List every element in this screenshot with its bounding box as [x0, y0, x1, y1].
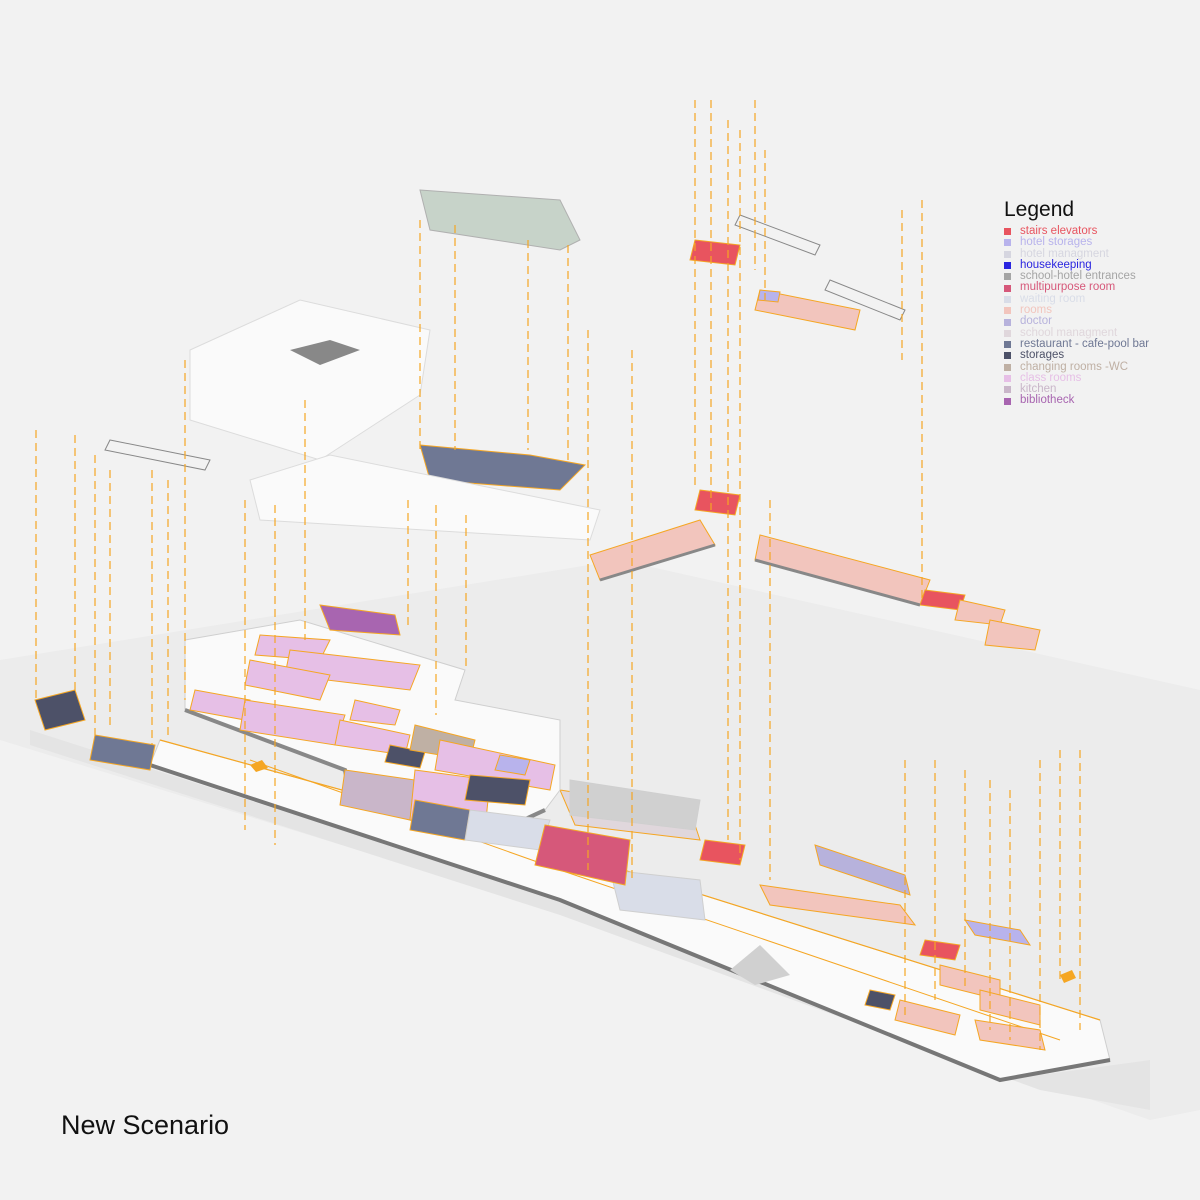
legend-item: class rooms: [1004, 371, 1194, 384]
legend-swatch: [1004, 318, 1011, 326]
legend-label: hotel storages: [1020, 236, 1093, 249]
legend-item: rooms: [1004, 304, 1194, 317]
legend-item: stairs elevators: [1004, 225, 1194, 237]
legend-label: school managment: [1020, 326, 1118, 339]
legend-swatch: [1004, 273, 1011, 281]
legend-swatch: [1004, 228, 1011, 236]
legend-title: Legend: [1004, 198, 1075, 221]
legend-swatch: [1004, 295, 1011, 303]
legend-item: waiting room: [1004, 292, 1194, 305]
legend-item: changing rooms -WC: [1004, 360, 1194, 373]
legend-label: storages: [1020, 349, 1065, 362]
legend-swatch: [1004, 375, 1011, 382]
legend-item: hotel storages: [1004, 236, 1194, 249]
legend-label: changing rooms -WC: [1020, 360, 1129, 373]
first-floor-plan: [184, 604, 701, 886]
legend-item: kitchen: [1004, 383, 1194, 396]
legend-item: doctor: [1004, 315, 1194, 328]
legend-swatch: [1004, 341, 1011, 349]
legend-label: doctor: [1020, 315, 1052, 328]
legend-label: class rooms: [1020, 371, 1082, 384]
legend-label: housekeeping: [1020, 258, 1092, 271]
legend-swatch: [1004, 239, 1011, 247]
legend-label: school-hotel entrances: [1020, 270, 1136, 283]
upper-floor-plans: [104, 189, 906, 541]
legend-label: rooms: [1020, 304, 1052, 317]
legend-label: restaurant - cafe-pool bar: [1020, 337, 1150, 350]
legend-swatch: [1004, 329, 1011, 337]
legend-label: stairs elevators: [1020, 225, 1098, 237]
legend-label: bibliotheck: [1020, 394, 1075, 407]
legend-item: storages: [1004, 349, 1194, 362]
legend-swatch: [1004, 397, 1011, 405]
legend-swatch: [1004, 386, 1011, 394]
legend-item: hotel managment: [1004, 247, 1194, 260]
legend-item: housekeeping: [1004, 258, 1194, 271]
legend-swatch: [1004, 307, 1011, 315]
ground-floor-plan: [34, 689, 1111, 1083]
legend-swatch: [1004, 363, 1011, 371]
legend-item: school managment: [1004, 326, 1194, 339]
legend-item: restaurant - cafe-pool bar: [1004, 337, 1194, 350]
diagram-caption: New Scenario: [61, 1110, 230, 1140]
legend-swatch: [1004, 250, 1011, 258]
legend-item: multipurpose room: [1004, 282, 1194, 293]
legend-swatch: [1004, 352, 1011, 360]
legend-swatch: [1004, 262, 1011, 270]
legend-item: bibliotheck: [1004, 395, 1194, 406]
legend-label: kitchen: [1020, 383, 1057, 396]
legend-label: multipurpose room: [1020, 281, 1116, 294]
legend-label: waiting room: [1020, 292, 1086, 305]
second-floor-plan: [589, 489, 1041, 651]
legend-item: school-hotel entrances: [1004, 270, 1194, 283]
projection-lines: [35, 100, 1081, 1050]
legend-swatch: [1004, 284, 1011, 292]
legend-label: hotel managment: [1020, 247, 1109, 260]
